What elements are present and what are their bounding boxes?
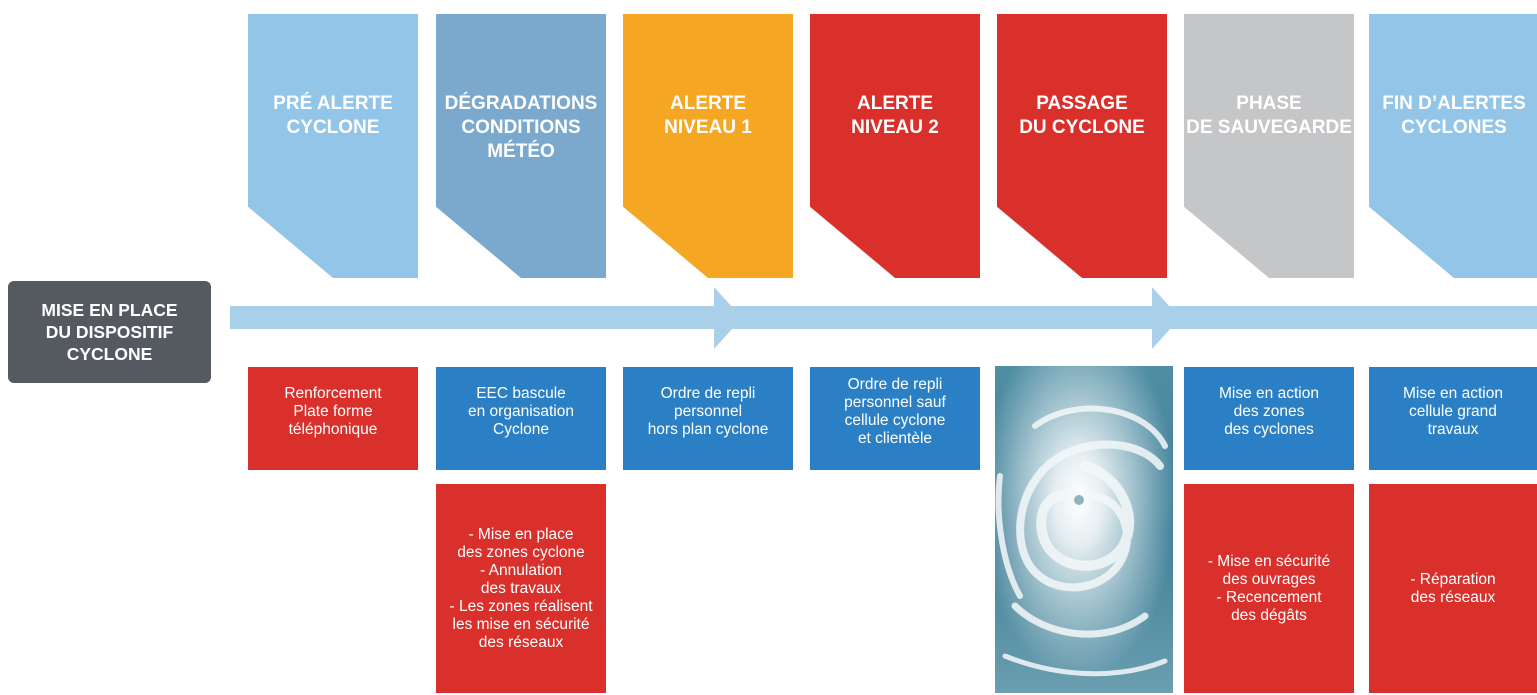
detail-box-fin-alertes: - Réparation des réseaux <box>1369 484 1537 693</box>
detail-box-degradations: - Mise en place des zones cyclone - Annu… <box>436 484 606 693</box>
phase-banner-fin-alertes: FIN D’ALERTES CYCLONES <box>1369 14 1537 278</box>
phase-label: ALERTE NIVEAU 1 <box>664 93 752 138</box>
cyclone-satellite-image <box>995 366 1173 693</box>
detail-text: - Mise en place des zones cyclone - Annu… <box>449 525 593 651</box>
detail-text: - Réparation des réseaux <box>1410 570 1496 606</box>
phase-label: ALERTE NIVEAU 2 <box>851 93 939 138</box>
action-box-eec-bascule: EEC bascule en organisation Cyclone <box>436 367 606 470</box>
phase-banner-alerte-niveau-2: ALERTE NIVEAU 2 <box>810 14 980 278</box>
phase-label: PHASE DE SAUVEGARDE <box>1186 93 1352 138</box>
action-box-mise-en-action-cellule: Mise en action cellule grand travaux <box>1369 367 1537 470</box>
phase-label: FIN D’ALERTES CYCLONES <box>1382 93 1526 138</box>
detail-text: - Mise en sécurité des ouvrages - Recenc… <box>1207 552 1331 624</box>
phase-label: PRÉ ALERTE CYCLONE <box>273 93 393 138</box>
start-box: MISE EN PLACE DU DISPOSITIF CYCLONE <box>8 281 211 383</box>
timeline-arrow-head <box>714 287 742 349</box>
phase-banner-degradations: DÉGRADATIONS CONDITIONS MÉTÉO <box>436 14 606 278</box>
phase-label: PASSAGE DU CYCLONE <box>1019 93 1145 138</box>
timeline-arrow-head <box>1152 287 1180 349</box>
action-text: EEC bascule en organisation Cyclone <box>468 385 574 438</box>
action-box-mise-en-action-zones: Mise en action des zones des cyclones <box>1184 367 1354 470</box>
phase-banner-sauvegarde: PHASE DE SAUVEGARDE <box>1184 14 1354 278</box>
detail-box-sauvegarde: - Mise en sécurité des ouvrages - Recenc… <box>1184 484 1354 693</box>
action-text: Mise en action des zones des cyclones <box>1219 385 1319 438</box>
action-text: Mise en action cellule grand travaux <box>1403 385 1503 438</box>
action-text: Renforcement Plate forme téléphonique <box>284 385 382 438</box>
phase-banner-alerte-niveau-1: ALERTE NIVEAU 1 <box>623 14 793 278</box>
action-box-renforcement: Renforcement Plate forme téléphonique <box>248 367 418 470</box>
action-text: Ordre de repli personnel hors plan cyclo… <box>647 385 769 438</box>
action-box-ordre-repli-1: Ordre de repli personnel hors plan cyclo… <box>623 367 793 470</box>
phase-banner-pre-alerte: PRÉ ALERTE CYCLONE <box>248 14 418 278</box>
phase-label: DÉGRADATIONS CONDITIONS MÉTÉO <box>444 93 598 162</box>
phase-banner-passage-cyclone: PASSAGE DU CYCLONE <box>997 14 1167 278</box>
action-text: Ordre de repli personnel sauf cellule cy… <box>844 376 946 447</box>
action-box-ordre-repli-2: Ordre de repli personnel sauf cellule cy… <box>810 367 980 470</box>
timeline-bar <box>230 306 1537 329</box>
